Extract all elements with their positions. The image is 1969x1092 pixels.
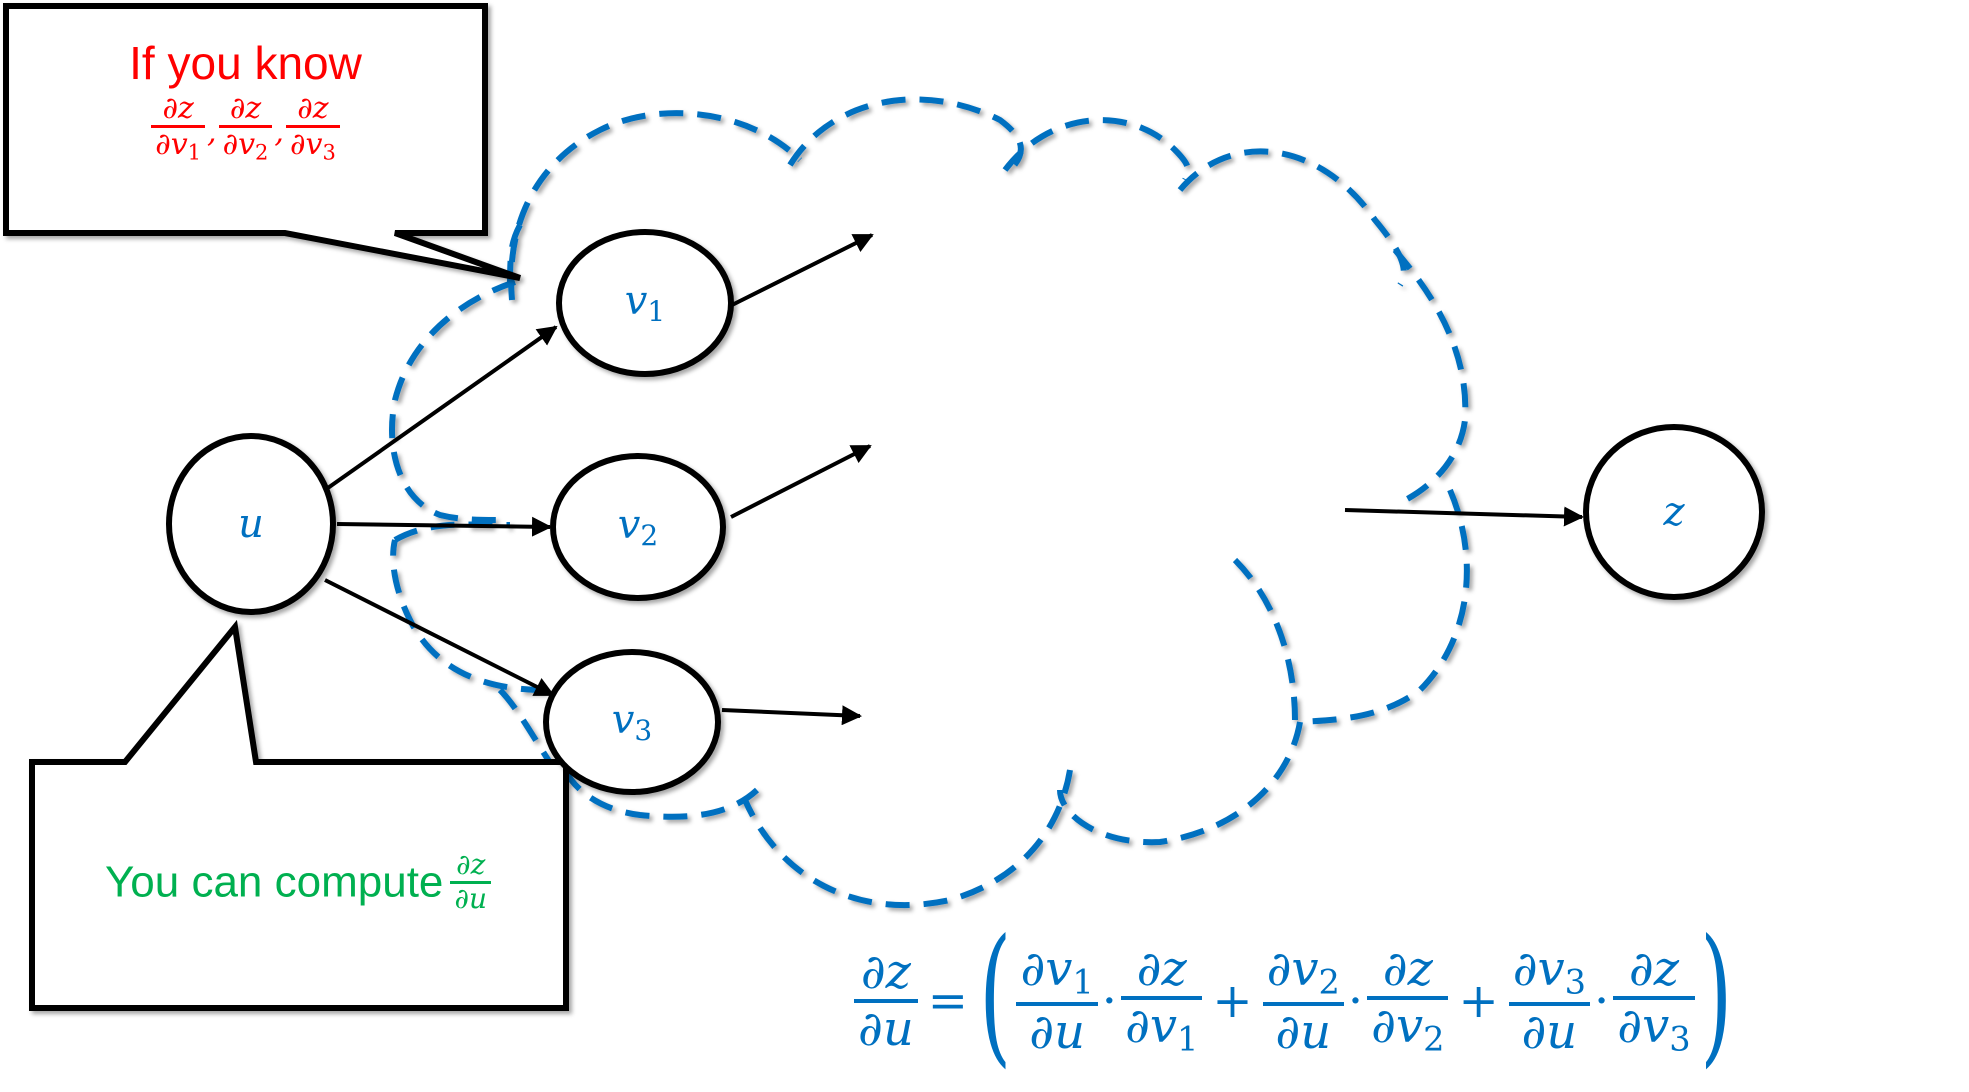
formula-lhs: ∂z∂u bbox=[854, 946, 918, 1056]
cloud-arc bbox=[1177, 148, 1407, 287]
fraction-dz-dv1: ∂z∂v1 bbox=[151, 92, 206, 164]
cloud-arc bbox=[1002, 117, 1191, 182]
cloud-arc bbox=[390, 539, 546, 693]
edge-v1-to-cloud bbox=[731, 233, 874, 307]
node-label-v3: v3 bbox=[611, 697, 653, 747]
fraction-dz-du: ∂z∂u bbox=[450, 849, 491, 915]
term2-dz-dv2: ∂z∂v2 bbox=[1367, 943, 1449, 1058]
edge-v3-to-cloud bbox=[721, 705, 862, 726]
term1-dv1-du: ∂v1∂u bbox=[1016, 943, 1098, 1058]
callout-bottom-title: You can compute bbox=[104, 857, 444, 907]
edge-u-to-v2 bbox=[336, 516, 552, 537]
cloud-subgraph bbox=[389, 96, 1470, 909]
node-label-z: z bbox=[1663, 489, 1685, 535]
node-label-u: u bbox=[238, 501, 264, 547]
formula-dot: · bbox=[1101, 973, 1118, 1029]
callout-top-fractions: ∂z∂v1,∂z∂v2,∂z∂v3 bbox=[6, 92, 485, 164]
node-label-v1: v1 bbox=[624, 278, 666, 328]
formula-dot: · bbox=[1594, 973, 1610, 1029]
term1-dz-dv1: ∂z∂v1 bbox=[1121, 943, 1203, 1058]
term2-dv2-du: ∂v2∂u bbox=[1262, 943, 1344, 1058]
node-v3 bbox=[543, 649, 721, 795]
callout-top-text: If you know ∂z∂v1,∂z∂v2,∂z∂v3 bbox=[6, 40, 485, 164]
cloud-arc bbox=[1299, 488, 1470, 725]
cloud-arc bbox=[508, 110, 803, 301]
cloud-arc bbox=[562, 768, 760, 820]
formula-close-paren: ) bbox=[1699, 908, 1732, 1082]
edges bbox=[323, 233, 1584, 726]
edge-cloud-to-z bbox=[1344, 506, 1584, 527]
fraction-dz-dv2: ∂z∂v2 bbox=[218, 92, 273, 164]
fraction-dz-dv3: ∂z∂v3 bbox=[285, 92, 340, 164]
term3-dv3-du: ∂v3∂u bbox=[1508, 943, 1591, 1058]
node-u bbox=[166, 433, 336, 615]
cloud-arc bbox=[742, 769, 1073, 909]
node-label-v2: v2 bbox=[617, 502, 659, 552]
formula-dot: · bbox=[1347, 973, 1364, 1029]
formula-plus: + bbox=[1212, 973, 1253, 1029]
node-z bbox=[1583, 424, 1765, 600]
formula-plus: + bbox=[1458, 973, 1499, 1029]
cloud-arc bbox=[1057, 721, 1303, 846]
cloud-arc bbox=[1232, 557, 1298, 721]
node-v2 bbox=[550, 453, 726, 601]
edge-v2-to-cloud bbox=[730, 444, 872, 519]
node-v1 bbox=[556, 229, 734, 377]
cloud-arc bbox=[389, 279, 516, 523]
edge-u-to-v3 bbox=[324, 578, 555, 697]
edge-u-to-v1 bbox=[323, 325, 558, 492]
cloud-arc bbox=[497, 687, 568, 787]
term3-dz-dv3: ∂z∂v3 bbox=[1613, 943, 1695, 1058]
formula-equals: = bbox=[927, 973, 968, 1029]
callout-bottom-box bbox=[29, 619, 569, 1011]
formula-open-paren: ( bbox=[979, 908, 1012, 1082]
chain-rule-formula: ∂z∂u = ( ∂v1∂u · ∂z∂v1 + ∂v2∂u · ∂z∂v2 +… bbox=[852, 920, 1735, 1070]
cloud-arc bbox=[1392, 248, 1469, 508]
callout-bottom-text: You can compute ∂z∂u bbox=[32, 849, 566, 915]
nodes bbox=[166, 229, 1765, 795]
cloud-arc bbox=[787, 96, 1024, 173]
callout-top-box bbox=[3, 3, 522, 281]
callout-top-title: If you know bbox=[129, 37, 362, 89]
